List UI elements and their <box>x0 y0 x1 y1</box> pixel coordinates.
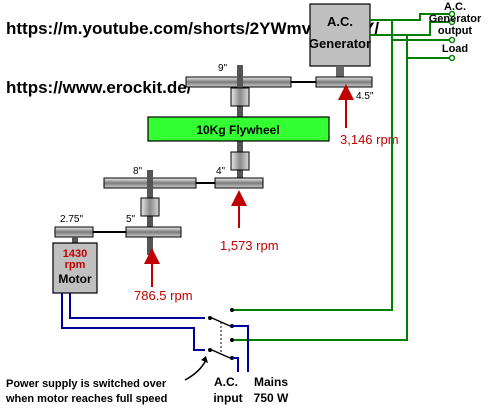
speed-middle: 1,573 rpm <box>220 238 279 253</box>
generator-label-line2: Generator <box>309 36 371 51</box>
motor-rpm-value: 1430 <box>63 248 87 260</box>
pulley-4in-label: 4" <box>216 166 226 177</box>
pulley-5in <box>125 226 182 238</box>
mains-ac-label: A.C. <box>214 375 238 389</box>
bearing-middle <box>230 151 250 171</box>
pulley-8in-label: 8" <box>133 166 143 177</box>
flywheel-label: 10Kg Flywheel <box>196 123 279 137</box>
note-arrow <box>184 359 207 381</box>
motor-supply-wires <box>61 293 205 351</box>
mains-input-label: input <box>213 391 242 405</box>
generator-output-wires <box>232 13 450 341</box>
output-label-line2: Generator <box>429 13 482 25</box>
changeover-switch[interactable] <box>208 308 234 360</box>
output-terminal-2 <box>448 18 456 26</box>
pulley-2-75in <box>54 226 94 238</box>
motor-label: Motor <box>58 272 92 286</box>
motor-box <box>52 242 98 294</box>
motor-shaft <box>72 237 78 243</box>
speed-generator: 3,146 rpm <box>340 132 399 147</box>
output-terminal-1 <box>448 10 456 18</box>
mains-power-label: 750 W <box>254 391 289 405</box>
pulley-4-5in <box>315 76 373 88</box>
generator-label-line1: A.C. <box>327 14 353 29</box>
flywheel <box>147 116 330 142</box>
pulley-5in-label: 5" <box>126 214 136 225</box>
motor-rpm-unit: rpm <box>65 259 86 271</box>
pulley-9in-label: 9" <box>218 63 228 74</box>
speed-lower: 786.5 rpm <box>134 288 193 303</box>
load-label: Load <box>442 43 468 55</box>
pulley-4-5in-label: 4.5" <box>356 91 374 102</box>
generator-shaft <box>336 66 344 82</box>
mains-label: Mains <box>254 375 288 389</box>
youtube-link[interactable]: https://m.youtube.com/shorts/2YWmvJmvJzY… <box>6 19 379 38</box>
note-line1: Power supply is switched over <box>6 378 167 390</box>
pulley-2-75in-label: 2.75" <box>60 214 83 225</box>
mains-input-wires <box>232 325 249 372</box>
website-link[interactable]: https://www.erockit.de/ <box>6 78 192 97</box>
load-terminal-2 <box>448 54 456 62</box>
bearing-top <box>230 87 250 107</box>
output-label-line1: A.C. <box>444 1 466 13</box>
load-terminal-1 <box>448 36 456 44</box>
note-line2: when motor reaches full speed <box>5 393 167 405</box>
pulley-4in <box>214 177 264 189</box>
note-arrowhead <box>201 356 208 363</box>
output-label-line3: output <box>438 25 473 37</box>
bearing-lower <box>140 197 160 217</box>
